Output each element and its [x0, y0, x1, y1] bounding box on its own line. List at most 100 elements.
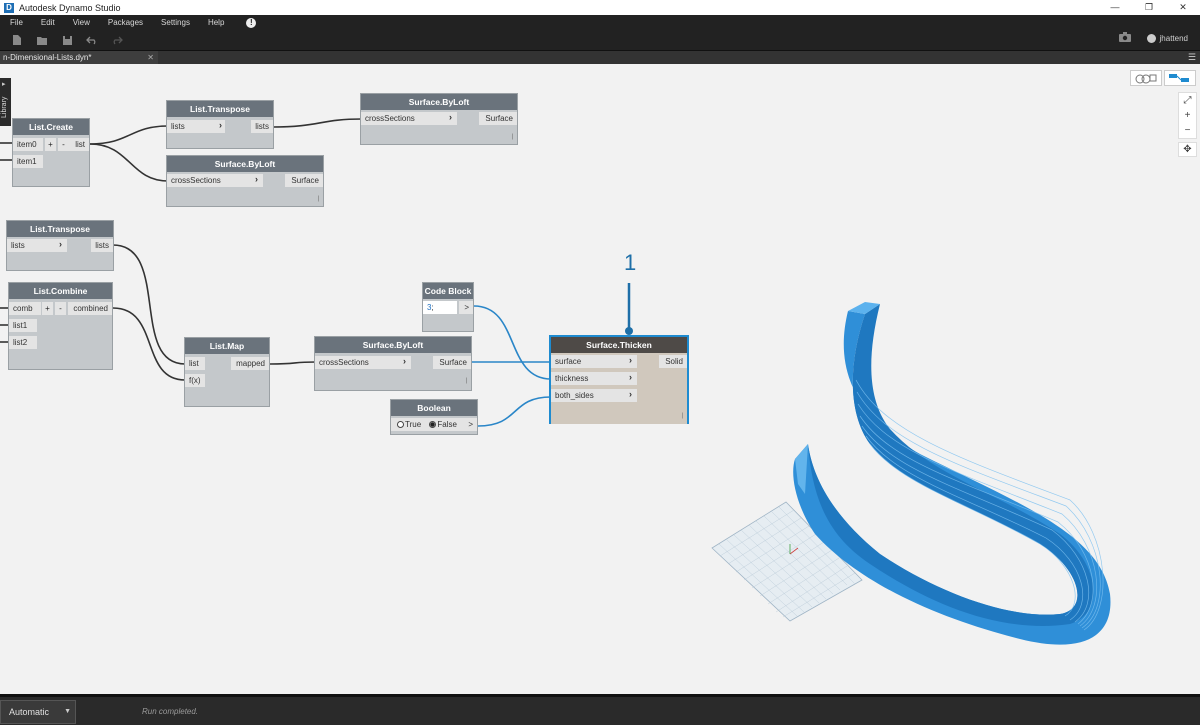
new-file-icon[interactable]: [9, 32, 25, 48]
input-port-lists[interactable]: lists: [167, 120, 225, 133]
zoom-out-button[interactable]: −: [1184, 125, 1191, 136]
maximize-button[interactable]: ❐: [1144, 2, 1154, 12]
user-avatar-icon[interactable]: [1146, 33, 1156, 43]
lacing-indicator: |: [681, 413, 683, 419]
input-port-item0[interactable]: item0: [13, 138, 43, 151]
chevron-down-icon: ▼: [64, 708, 71, 715]
camera-icon[interactable]: [1118, 32, 1131, 44]
library-toggle-icon[interactable]: ▸: [2, 81, 6, 88]
redo-icon[interactable]: [109, 32, 125, 48]
geometry-preview: [711, 302, 1111, 645]
input-port-both-sides[interactable]: both_sides: [551, 389, 637, 402]
tab-close-icon[interactable]: ✕: [147, 53, 154, 62]
remove-input-button[interactable]: -: [55, 302, 66, 315]
node-surface-byloft-mid[interactable]: Surface.ByLoft crossSections › Surface |: [166, 155, 324, 207]
run-mode-select[interactable]: Automatic ▼: [0, 700, 76, 724]
input-port-crosssections[interactable]: crossSections: [167, 174, 263, 187]
graph-canvas[interactable]: 1 ▸ Library ⤢ + − ✥ List.Create item0 + …: [0, 64, 1200, 694]
menu-help[interactable]: Help: [207, 18, 225, 27]
input-port-list1[interactable]: list1: [9, 319, 37, 332]
node-title: List.Transpose: [7, 221, 113, 237]
output-port-lists[interactable]: lists: [251, 120, 273, 133]
geometry-view-toggle[interactable]: [1130, 70, 1162, 86]
input-port-item1[interactable]: item1: [13, 155, 43, 168]
input-port-comb[interactable]: comb: [9, 302, 41, 315]
node-title: Boolean: [391, 400, 477, 416]
chevron-right-icon: ›: [629, 372, 632, 382]
tab-workspace[interactable]: n-Dimensional-Lists.dyn* ✕: [0, 51, 158, 64]
output-port-lists[interactable]: lists: [91, 239, 113, 252]
node-title: Surface.ByLoft: [361, 94, 517, 110]
input-port-crosssections[interactable]: crossSections: [361, 112, 457, 125]
menu-file[interactable]: File: [10, 18, 23, 27]
input-port-fx[interactable]: f(x): [185, 374, 205, 387]
pan-button[interactable]: ✥: [1178, 142, 1197, 157]
run-status-message: Run completed.: [142, 707, 199, 716]
node-surface-byloft-bottom[interactable]: Surface.ByLoft crossSections › Surface |: [314, 336, 472, 391]
code-editor[interactable]: 3;: [423, 301, 457, 314]
wire-map-to-byloft-bottom[interactable]: [269, 361, 317, 365]
node-surface-byloft-top[interactable]: Surface.ByLoft crossSections › Surface |: [360, 93, 518, 145]
zoom-fit-button[interactable]: ⤢: [1183, 95, 1192, 106]
node-boolean[interactable]: Boolean True False >: [390, 399, 478, 435]
minimize-button[interactable]: —: [1110, 2, 1120, 12]
output-port-surface[interactable]: Surface: [433, 356, 471, 369]
open-file-icon[interactable]: [34, 32, 50, 48]
menu-settings[interactable]: Settings: [161, 18, 190, 27]
add-input-button[interactable]: +: [45, 138, 56, 151]
code-number: 3: [427, 303, 432, 312]
radio-true[interactable]: True: [397, 420, 421, 429]
library-panel-tab[interactable]: ▸ Library: [0, 78, 11, 126]
node-surface-thicken[interactable]: Surface.Thicken surface › Solid thicknes…: [549, 335, 689, 424]
input-port-crosssections[interactable]: crossSections: [315, 356, 411, 369]
output-port-surface[interactable]: Surface: [285, 174, 323, 187]
menu-edit[interactable]: Edit: [40, 18, 55, 27]
output-port-surface[interactable]: Surface: [479, 112, 517, 125]
input-port-thickness[interactable]: thickness: [551, 372, 637, 385]
add-input-button[interactable]: +: [42, 302, 53, 315]
input-port-surface[interactable]: surface: [551, 355, 637, 368]
node-list-combine[interactable]: List.Combine comb + - combined list1 lis…: [8, 282, 113, 370]
input-port-lists[interactable]: lists: [7, 239, 67, 252]
menu-view[interactable]: View: [72, 18, 90, 27]
undo-icon[interactable]: [84, 32, 100, 48]
toolbar-right: jhattend: [1118, 32, 1188, 44]
remove-input-button[interactable]: -: [58, 138, 69, 151]
menu-packages[interactable]: Packages: [107, 18, 144, 27]
wire-boolean-to-thicken[interactable]: [477, 396, 552, 427]
title-bar: D Autodesk Dynamo Studio — ❐ ✕: [0, 0, 1200, 15]
save-icon[interactable]: [59, 32, 75, 48]
chevron-right-icon: ›: [255, 174, 258, 184]
toolbar: jhattend: [0, 30, 1200, 50]
user-name[interactable]: jhattend: [1159, 33, 1188, 43]
wire-codeblock-to-thicken[interactable]: [473, 305, 552, 380]
output-port-boolean[interactable]: >: [465, 418, 477, 431]
wire-create-to-transpose[interactable]: [89, 125, 169, 145]
output-port-solid[interactable]: Solid: [659, 355, 687, 368]
thickened-surface: [793, 302, 1111, 645]
run-mode-value: Automatic: [9, 707, 50, 717]
tab-menu-icon[interactable]: ☰: [1187, 52, 1196, 62]
chevron-right-icon: ›: [403, 356, 406, 366]
input-port-list2[interactable]: list2: [9, 336, 37, 349]
zoom-in-button[interactable]: +: [1184, 110, 1191, 121]
node-list-transpose-top[interactable]: List.Transpose lists › lists: [166, 100, 274, 149]
notification-alert-icon[interactable]: !: [246, 17, 257, 28]
radio-false[interactable]: False: [429, 420, 457, 429]
output-port-list[interactable]: list: [69, 138, 89, 151]
wire-transpose2-to-map[interactable]: [112, 244, 186, 365]
output-port-combined[interactable]: combined: [68, 302, 112, 315]
node-code-block[interactable]: Code Block 3; >: [422, 282, 474, 332]
graph-view-toggle[interactable]: [1164, 70, 1196, 86]
node-list-create[interactable]: List.Create item0 + - list item1: [12, 118, 90, 187]
output-port-code[interactable]: >: [459, 301, 473, 314]
input-port-list[interactable]: list: [185, 357, 205, 370]
node-title: Surface.ByLoft: [167, 156, 323, 172]
node-list-map[interactable]: List.Map list mapped f(x): [184, 337, 270, 407]
node-list-transpose-2[interactable]: List.Transpose lists › lists: [6, 220, 114, 271]
wire-create-to-byloft-mid[interactable]: [89, 143, 169, 182]
wire-transpose-to-byloft-top[interactable]: [271, 118, 363, 128]
wire-combine-to-map[interactable]: [112, 307, 186, 381]
close-button[interactable]: ✕: [1179, 2, 1187, 12]
output-port-mapped[interactable]: mapped: [231, 357, 269, 370]
